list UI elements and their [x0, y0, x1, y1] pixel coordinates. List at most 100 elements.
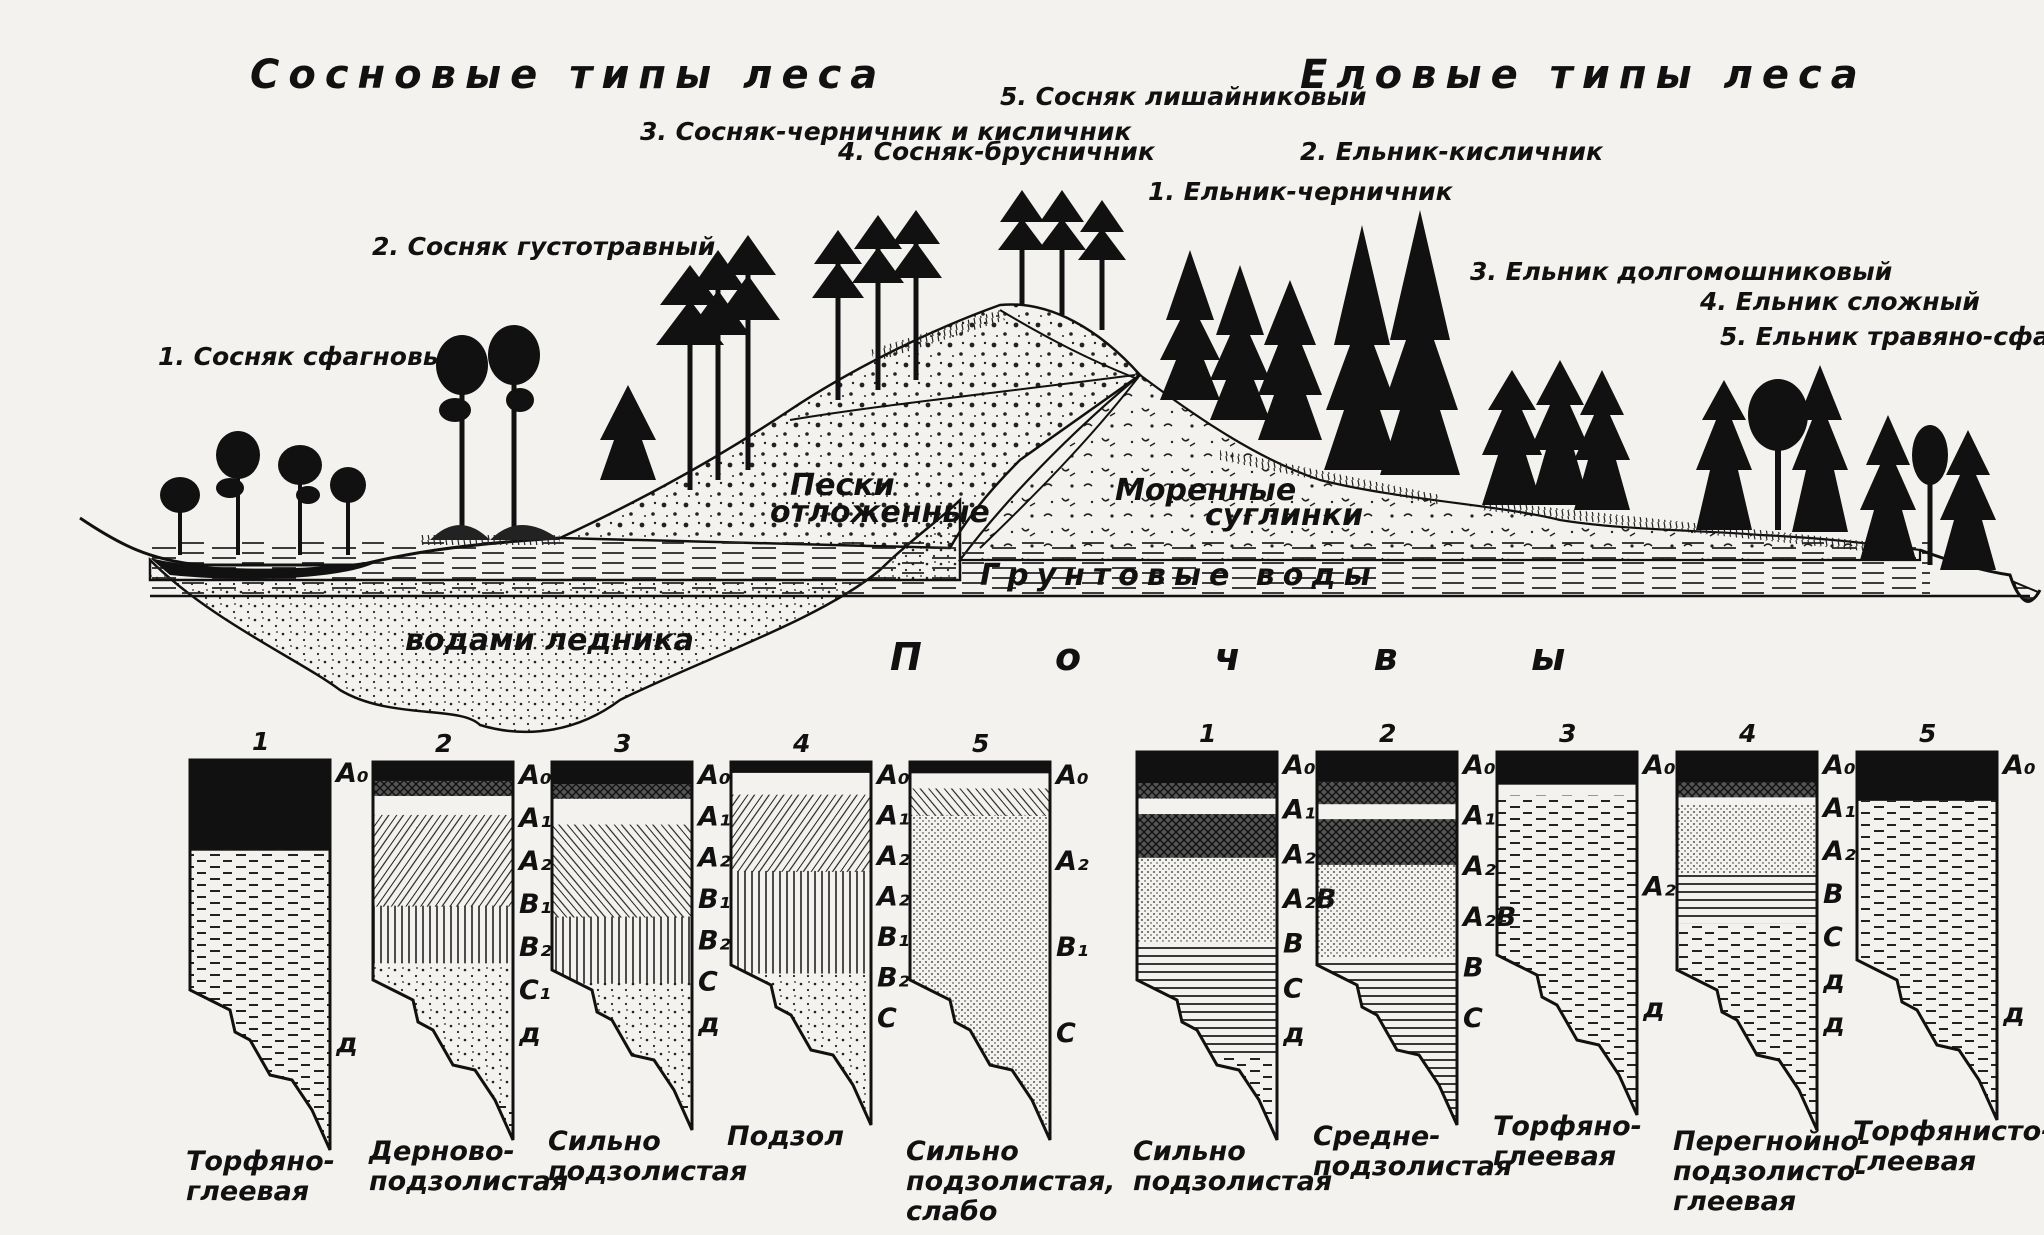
soil-horizon-layer — [1317, 819, 1457, 865]
soil-horizon-label: B₁ — [1056, 932, 1088, 963]
soil-horizon-layer — [731, 972, 871, 1125]
trees-layer — [160, 190, 1996, 570]
pine-tree-icon — [656, 235, 780, 490]
sand-hill — [559, 303, 1142, 550]
soil-horizon-layer — [1677, 872, 1817, 924]
soil-horizon-layer — [910, 788, 1050, 816]
soil-horizon-label: B₂ — [698, 925, 731, 956]
soil-horizon-label: C — [1283, 973, 1303, 1004]
spruce-type-3-label: 3. Ельник долгомошниковый — [1470, 257, 1892, 286]
spruce-type-labels: 1. Ельник-черничник 2. Ельник-кисличник … — [1148, 137, 2044, 351]
soil-horizon-label: C₁ — [519, 975, 551, 1006]
soil-horizon-layer — [1677, 804, 1817, 874]
soil-horizon-label: C — [1823, 922, 1843, 953]
pine-tree-icon — [812, 210, 942, 400]
soil-horizon-label: A₁ — [696, 801, 731, 832]
soil-horizon-layer — [1677, 922, 1817, 1130]
spruce-type-4-label: 4. Ельник сложный — [1699, 287, 1980, 316]
soil-horizon-layer — [731, 794, 871, 872]
soil-profile-caption: Торфяно-глеевая — [1493, 1111, 1642, 1172]
soil-horizon-label: A₂ — [1821, 836, 1856, 867]
soil-horizon-layer — [731, 772, 871, 796]
peat-bog — [150, 558, 380, 580]
soil-horizon-label: A₂ — [1461, 851, 1496, 882]
soil-horizon-layer — [373, 814, 513, 907]
soil-horizon-layer — [1677, 752, 1817, 784]
soil-horizon-label: B₁ — [519, 889, 551, 920]
soil-horizon-label: C — [1463, 1003, 1483, 1034]
soil-horizon-layer — [1857, 752, 1997, 801]
moraine-label-line2: суглинки — [1205, 498, 1363, 533]
soil-profile-number: 1 — [252, 727, 269, 756]
soil-horizon-label: A₂ — [875, 841, 910, 872]
soil-horizon-label: C — [698, 967, 718, 998]
soil-horizon-label: д — [1642, 993, 1665, 1024]
pine-type-2-label: 2. Сосняк густотравный — [372, 232, 715, 261]
soil-horizon-label: A₀ — [2001, 750, 2036, 781]
soil-horizon-label: C — [877, 1003, 897, 1034]
pine-type-4-label: 4. Сосняк-брусничник — [837, 137, 1156, 166]
pine-tree-icon — [430, 325, 560, 540]
soil-horizon-label: A₀ — [517, 760, 552, 791]
pine-type-labels: 1. Сосняк сфагновый 2. Сосняк густотравн… — [158, 82, 1367, 371]
soil-horizon-label: д — [518, 1018, 541, 1049]
soil-horizon-label: д — [2002, 998, 2025, 1029]
soils-title: П о ч в ы — [890, 635, 1625, 679]
pine-tree-icon — [998, 190, 1126, 330]
spruce-type-1-label: 1. Ельник-черничник — [1148, 177, 1454, 206]
soil-horizon-label: д — [1282, 1018, 1305, 1049]
soil-horizon-layer — [552, 762, 692, 786]
spruce-tree-icon — [1324, 210, 1460, 475]
soil-horizon-layer — [552, 784, 692, 800]
soil-horizon-layer — [190, 760, 330, 851]
spruce-tree-icon — [1482, 360, 1630, 510]
pine-tree-icon — [160, 431, 366, 555]
soil-profile-number: 2 — [435, 729, 452, 758]
soil-horizon-label: A₁ — [875, 801, 910, 832]
soil-profile-caption: Торфяно-глеевая — [186, 1146, 335, 1207]
spruce-tree-icon — [1696, 365, 1848, 532]
soil-horizon-layer — [1137, 798, 1277, 816]
moraine-label-line1: Моренные — [1115, 473, 1296, 508]
spruce-type-2-label: 2. Ельник-кисличник — [1300, 137, 1604, 166]
soil-horizon-layer — [1137, 752, 1277, 785]
sands-label-line2: отложенные — [770, 495, 990, 530]
soil-horizon-label: д — [1822, 1008, 1845, 1039]
groundwater-label: Грунтовые воды — [980, 558, 1379, 593]
soil-horizon-layer — [1317, 957, 1457, 1125]
soil-horizon-label: д — [335, 1028, 358, 1059]
soil-profile-number: 4 — [792, 729, 810, 758]
soil-profile-caption: Дерново-подзолистая — [368, 1136, 568, 1197]
soil-horizon-layer — [1137, 942, 1277, 1056]
soil-profile-caption: Подзол — [727, 1121, 844, 1152]
spruce-tree-icon — [1160, 250, 1322, 440]
soil-horizon-label: B₁ — [877, 922, 909, 953]
pine-type-3-label: 3. Сосняк-черничник и кисличник — [640, 117, 1132, 146]
soil-horizon-layer — [1317, 863, 1457, 959]
soil-horizon-label: B — [1823, 879, 1844, 910]
soil-horizon-layer — [373, 796, 513, 816]
soil-horizon-label: A₁ — [517, 803, 552, 834]
soil-horizon-label: B — [1463, 952, 1484, 983]
soil-horizon-layer — [1677, 782, 1817, 799]
sands-label-line1: Пески — [790, 468, 895, 503]
soil-profile-number: 5 — [972, 729, 989, 758]
soil-horizon-label: д — [1822, 965, 1845, 996]
soil-horizon-label: B₁ — [698, 884, 730, 915]
soil-horizon-label: A₀ — [1281, 750, 1316, 781]
soil-horizon-layer — [1317, 804, 1457, 821]
soil-profile-number: 1 — [1199, 719, 1216, 748]
soil-horizon-layer — [910, 814, 1050, 1140]
soil-horizon-layer — [1137, 856, 1277, 944]
soil-horizon-label: A₂ — [1641, 872, 1676, 903]
